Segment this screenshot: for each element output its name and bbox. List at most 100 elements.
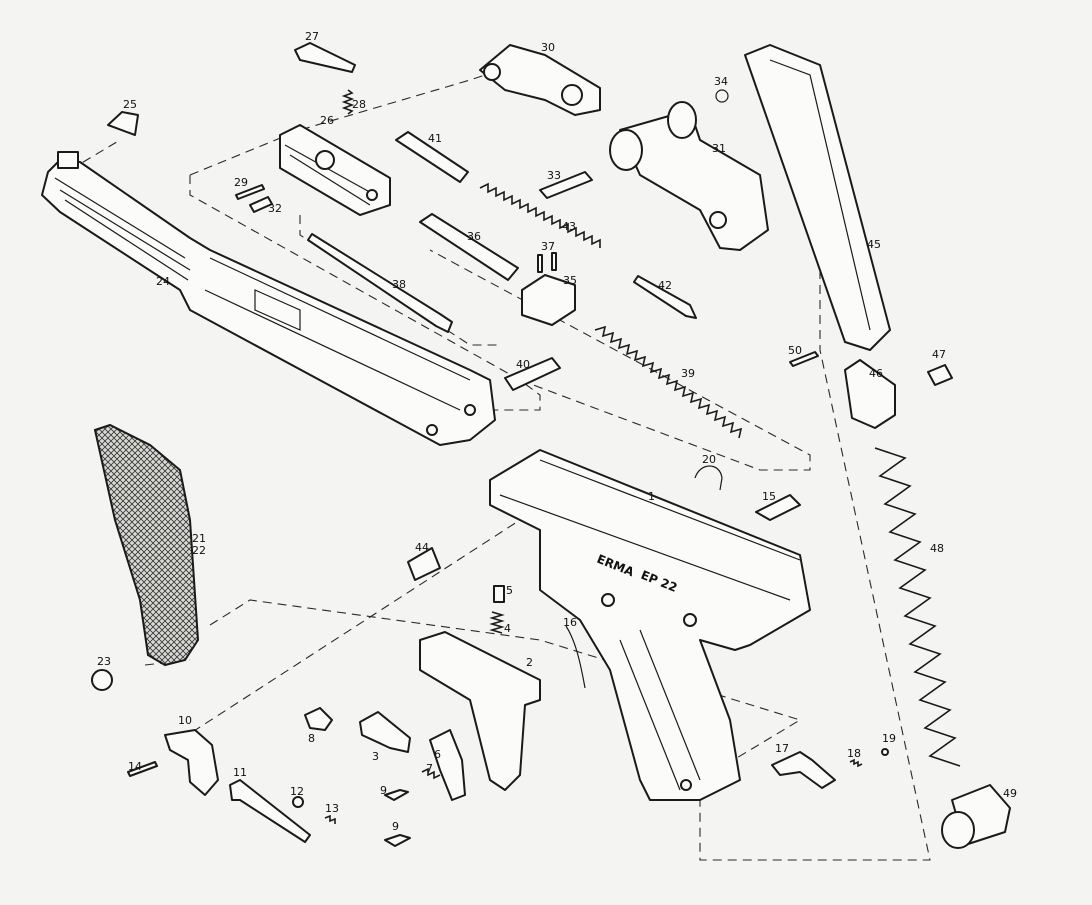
part-3	[359, 711, 411, 753]
toggle-link-30	[479, 44, 601, 116]
button-47	[927, 364, 953, 386]
block-35	[521, 274, 576, 326]
label-6: 6	[434, 748, 441, 761]
side-plate-2	[419, 631, 541, 791]
label-35: 35	[563, 274, 577, 287]
label-3: 3	[372, 750, 379, 763]
pin-42	[633, 275, 697, 319]
label-27: 27	[305, 30, 319, 43]
label-41: 41	[428, 132, 442, 145]
rear-toggle-31	[609, 101, 769, 251]
label-9a: 9	[380, 784, 387, 797]
pin-41	[395, 131, 469, 183]
label-20: 20	[702, 453, 716, 466]
label-7: 7	[426, 762, 433, 775]
firing-pin-36	[419, 213, 519, 281]
label-17: 17	[775, 742, 789, 755]
label-48: 48	[930, 542, 944, 555]
label-49: 49	[1003, 787, 1017, 800]
extractor-27	[294, 42, 356, 73]
part-12	[292, 796, 304, 808]
pin-14	[127, 761, 158, 777]
pin-32	[249, 196, 273, 213]
frame-1	[489, 449, 811, 801]
plunger-5	[493, 585, 505, 603]
safety-17	[771, 751, 836, 789]
label-47: 47	[932, 348, 946, 361]
label-45: 45	[867, 238, 881, 251]
label-42: 42	[658, 279, 672, 292]
label-44: 44	[415, 541, 429, 554]
label-37: 37	[541, 240, 555, 253]
magazine-base-46	[844, 359, 896, 429]
label-30: 30	[541, 41, 555, 54]
label-33: 33	[547, 169, 561, 182]
label-29: 29	[234, 176, 248, 189]
label-22: 22	[192, 544, 206, 557]
ball-19	[881, 748, 889, 756]
trigger-10	[164, 729, 219, 796]
spring-4	[489, 611, 505, 634]
label-40: 40	[516, 358, 530, 371]
breech-block-26	[279, 124, 391, 216]
label-32: 32	[268, 202, 282, 215]
label-28: 28	[352, 98, 366, 111]
magazine-spring-48	[874, 447, 961, 767]
pin-40	[504, 357, 561, 391]
label-34: 34	[714, 75, 728, 88]
label-43: 43	[562, 220, 576, 233]
spring-13	[324, 814, 336, 824]
recoil-spring-39	[594, 325, 743, 439]
label-25: 25	[123, 98, 137, 111]
part-6	[429, 729, 466, 801]
grip-panel-21-22	[93, 423, 200, 667]
part-8	[304, 707, 333, 731]
spring-16	[565, 625, 586, 689]
label-5: 5	[506, 584, 513, 597]
label-36: 36	[467, 230, 481, 243]
label-9b: 9	[392, 820, 399, 833]
label-21: 21	[192, 532, 206, 545]
label-18: 18	[847, 747, 861, 760]
label-2: 2	[526, 656, 533, 669]
label-31: 31	[712, 142, 726, 155]
label-4: 4	[504, 622, 511, 635]
part-44	[407, 547, 441, 581]
spring-7	[421, 767, 441, 780]
label-13: 13	[325, 802, 339, 815]
grip-screw-23	[91, 669, 113, 691]
label-1: 1	[648, 490, 655, 503]
front-sight-25	[107, 111, 139, 136]
lever-15	[755, 494, 801, 521]
pin-50	[789, 351, 819, 367]
label-26: 26	[320, 114, 334, 127]
label-15: 15	[762, 490, 776, 503]
label-12: 12	[290, 785, 304, 798]
follower-49	[941, 784, 1011, 849]
label-19: 19	[882, 732, 896, 745]
screw-9b	[384, 834, 411, 847]
label-8: 8	[308, 732, 315, 745]
part-number-labels: 1 2 3 4 5 6 7 8 9 9 10 11 12 13 14 15 16…	[97, 30, 1017, 833]
label-24: 24	[156, 275, 170, 288]
spring-28	[341, 89, 355, 115]
label-23: 23	[97, 655, 111, 668]
pin-33	[539, 171, 593, 199]
rod-38	[307, 233, 453, 333]
trigger-bar-11	[229, 779, 311, 843]
label-14: 14	[128, 760, 142, 773]
pin-37	[537, 252, 557, 273]
clip-20	[694, 465, 723, 491]
barrel-receiver-24	[41, 151, 496, 446]
spring-18	[849, 758, 863, 768]
label-46: 46	[869, 367, 883, 380]
label-39: 39	[681, 367, 695, 380]
label-10: 10	[178, 714, 192, 727]
clip-34	[715, 89, 729, 103]
spring-43	[479, 182, 601, 248]
label-50: 50	[788, 344, 802, 357]
label-16: 16	[563, 616, 577, 629]
screw-9a	[384, 789, 409, 801]
